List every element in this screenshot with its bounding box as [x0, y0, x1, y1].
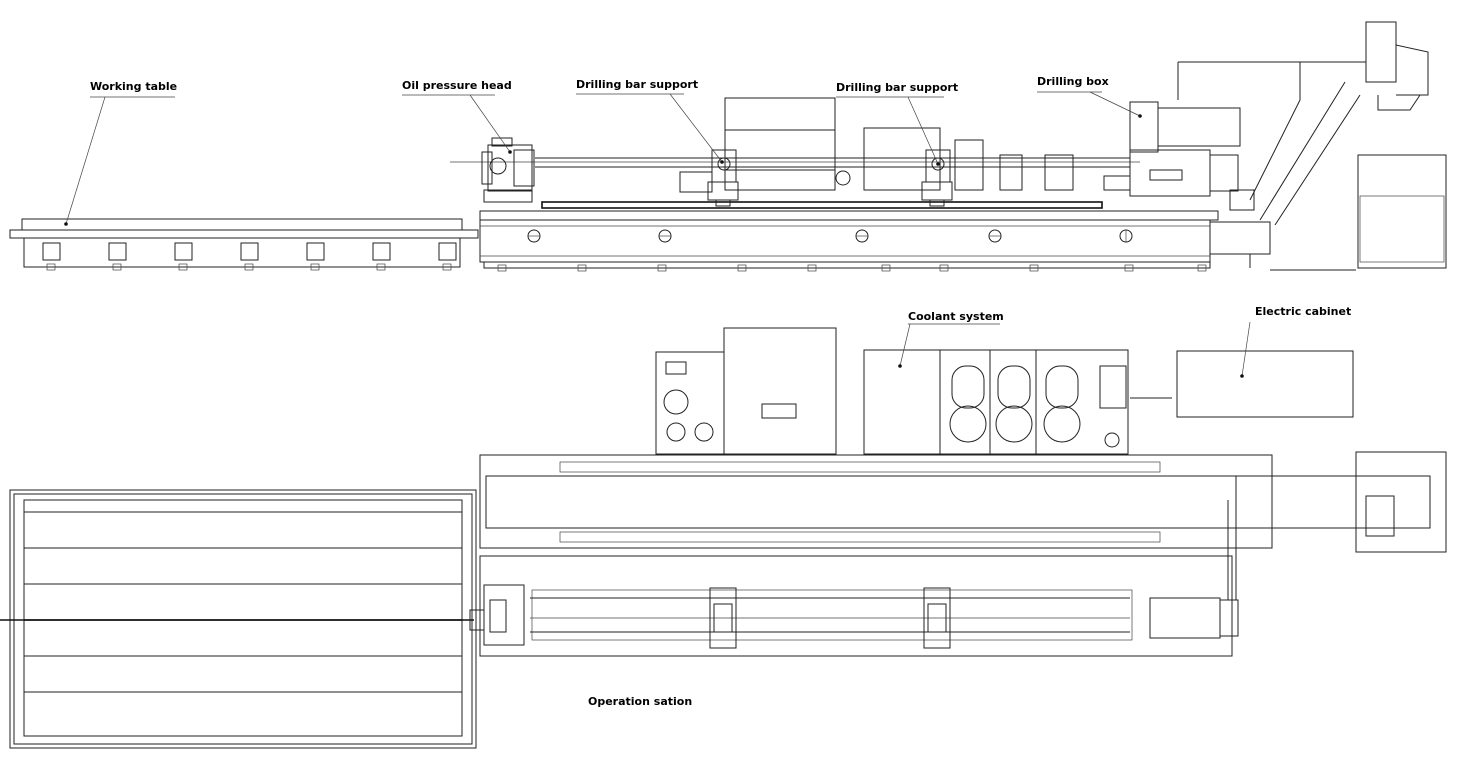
label-drilling-box: Drilling box	[1037, 75, 1109, 88]
table-window	[240, 242, 259, 261]
working-table-plan	[0, 489, 477, 749]
hydraulic-station-plan	[655, 327, 837, 455]
label-coolant-system: Coolant system	[908, 310, 1004, 323]
table-foot	[46, 263, 56, 271]
table-foot	[442, 263, 452, 271]
oil-pressure-head-plan	[469, 584, 525, 646]
table-foot	[376, 263, 386, 271]
bed-foot	[497, 264, 507, 272]
bed-foot	[1197, 264, 1207, 272]
oil-pressure-head-side	[481, 137, 535, 203]
bed-foot	[1029, 264, 1039, 272]
rear-cabinets	[679, 97, 1074, 193]
table-window	[306, 242, 325, 261]
table-window	[438, 242, 457, 261]
bed-foot	[577, 264, 587, 272]
drilling-box-plan	[1149, 500, 1239, 639]
table-window	[372, 242, 391, 261]
bed-foot	[807, 264, 817, 272]
drilling-bar-support-1-side	[707, 149, 739, 207]
chip-conveyor-plan	[1235, 451, 1447, 553]
label-electric-cabinet: Electric cabinet	[1255, 305, 1352, 318]
drilling-bar-support-1-plan	[709, 587, 737, 649]
side-elevation-view	[9, 21, 1447, 272]
table-window	[108, 242, 127, 261]
label-drilling-bar-support-1: Drilling bar support	[576, 78, 699, 91]
drilling-bar-support-2-plan	[923, 587, 951, 649]
working-table-side	[9, 218, 479, 271]
table-foot	[310, 263, 320, 271]
bed-foot	[657, 264, 667, 272]
bed-foot	[939, 264, 949, 272]
chip-conveyor-side	[1177, 21, 1429, 271]
drilling-box-side	[1103, 101, 1255, 211]
plan-view	[0, 327, 1447, 749]
label-oil-pressure-head: Oil pressure head	[402, 79, 512, 92]
drilling-bar-support-2-side	[921, 149, 953, 207]
bed-foot	[737, 264, 747, 272]
coolant-system-plan	[863, 349, 1172, 455]
table-foot	[112, 263, 122, 271]
bed-foot	[881, 264, 891, 272]
machine-base-plan	[479, 454, 1273, 657]
chip-bin-side	[1357, 154, 1447, 269]
label-operation-station: Operation sation	[588, 695, 693, 708]
table-foot	[244, 263, 254, 271]
table-foot	[178, 263, 188, 271]
label-working-table: Working table	[90, 80, 178, 93]
leader-lines	[64, 91, 1251, 378]
drilling-bar-side	[450, 157, 1140, 168]
table-window	[174, 242, 193, 261]
label-drilling-bar-support-2: Drilling bar support	[836, 81, 959, 94]
bed-foot	[1124, 264, 1134, 272]
table-window	[42, 242, 61, 261]
bed-rail	[541, 201, 1103, 209]
machine-bed-side	[479, 210, 1219, 272]
electric-cabinet-plan	[1176, 350, 1354, 418]
